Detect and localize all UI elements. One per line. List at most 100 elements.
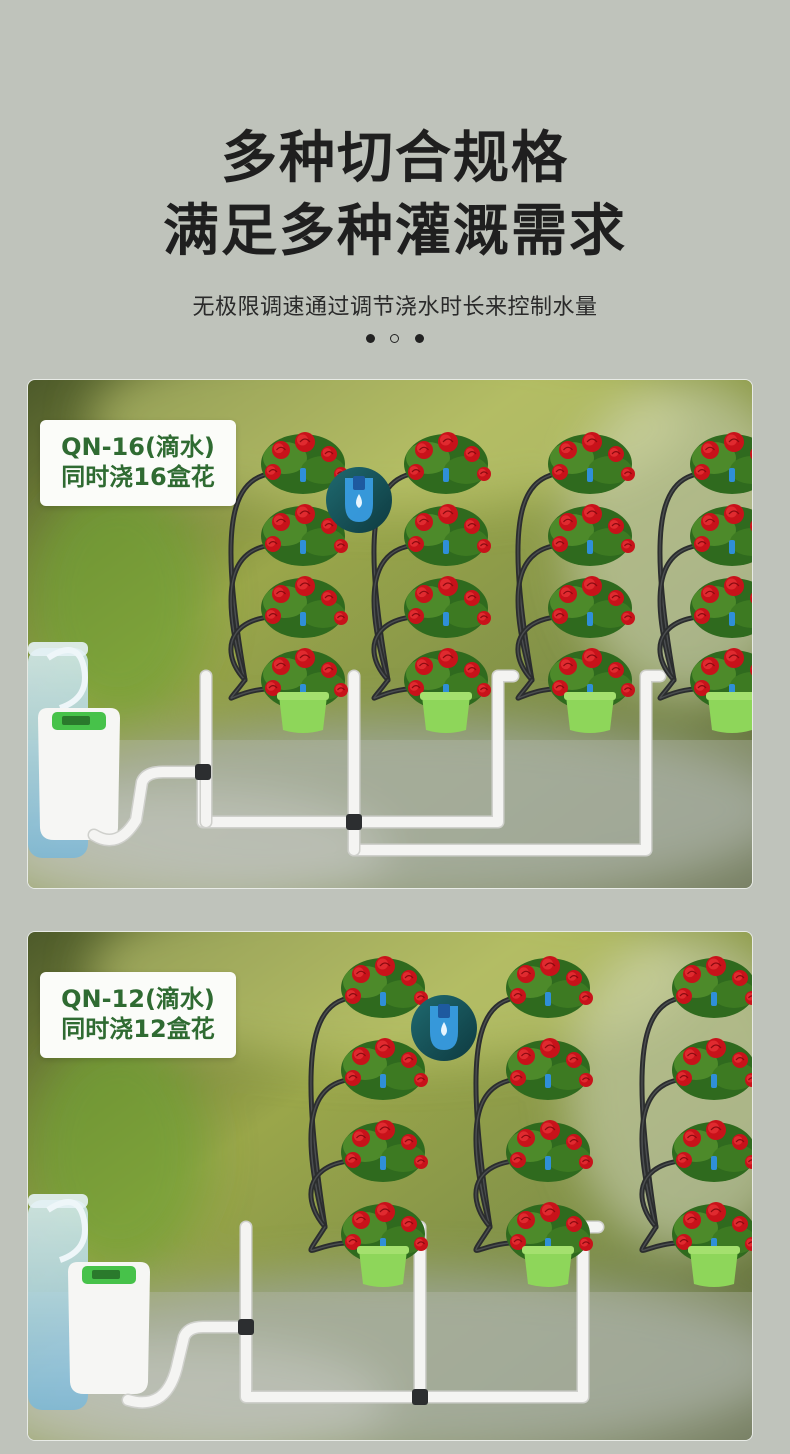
rose-flower [295, 504, 315, 524]
leaf-cluster [730, 456, 752, 484]
rose-flower [621, 467, 635, 481]
drip-emitter [711, 1156, 717, 1170]
rose-flower [750, 448, 752, 460]
flower-pot [359, 1250, 407, 1287]
rose-flower [750, 664, 752, 676]
rose-flower [745, 991, 752, 1005]
rose-flower [401, 1216, 417, 1232]
rose-flower [701, 513, 719, 531]
pager-dot-hollow [390, 334, 399, 343]
rose-flower [415, 585, 433, 603]
drip-emitter [545, 1074, 551, 1088]
supply-pipe [89, 767, 208, 845]
drip-emitter [300, 612, 306, 626]
rose-flower [706, 1120, 726, 1140]
rose-flower [706, 1038, 726, 1058]
leaf-cluster [381, 1144, 425, 1172]
flower-pot [566, 696, 614, 733]
rose-flower [540, 956, 560, 976]
drip-emitter [729, 612, 735, 626]
headline-line-1: 多种切合规格 [221, 126, 569, 191]
drip-emitter [300, 468, 306, 482]
rose-flower [438, 432, 458, 452]
leaf-cluster [546, 1144, 590, 1172]
rose-flower [401, 1052, 417, 1068]
pipe-connector [346, 814, 362, 830]
leaf-cluster [546, 980, 590, 1008]
water-pump [38, 708, 120, 840]
drip-emitter [443, 468, 449, 482]
flower-pot-rim [357, 1246, 409, 1254]
drip-emitter [729, 468, 735, 482]
rose-flower [683, 1129, 701, 1147]
product-panel-qn12: QN-12(滴水) 同时浇12盒花 [27, 931, 753, 1441]
rose-flower [295, 432, 315, 452]
rose-flower [510, 1152, 526, 1168]
rose-flower [401, 970, 417, 986]
leaf-cluster [444, 528, 488, 556]
rose-flower [375, 956, 395, 976]
rose-flower [408, 536, 424, 552]
supply-pipe [349, 671, 665, 855]
pump-display [92, 1270, 120, 1279]
water-pump [68, 1262, 150, 1394]
rose-flower [750, 592, 752, 604]
rose-flower [438, 504, 458, 524]
leaf-cluster [301, 456, 345, 484]
rose-flower [559, 657, 577, 675]
rose-flower [408, 680, 424, 696]
rose-flower [579, 1237, 593, 1251]
rose-flower [352, 965, 370, 983]
water-drop-icon [411, 995, 477, 1061]
rose-flower [334, 539, 348, 553]
rose-flower [701, 441, 719, 459]
rose-flower [464, 590, 480, 606]
product-panel-qn16: QN-16(滴水) 同时浇16盒花 [27, 379, 753, 889]
rose-flower [732, 1216, 748, 1232]
rose-flower [464, 446, 480, 462]
header: 多种切合规格 满足多种灌溉需求 无极限调速通过调节浇水时长来控制水量 [0, 0, 790, 370]
rose-flower [375, 1038, 395, 1058]
rose-flower [608, 590, 624, 606]
rose-flower [724, 648, 744, 668]
rose-flower [375, 1120, 395, 1140]
flower-pot-rim [522, 1246, 574, 1254]
rose-flower [582, 576, 602, 596]
rose-flower [676, 1152, 692, 1168]
flower-pot [422, 696, 470, 733]
rose-flower [352, 1047, 370, 1065]
drip-emitter [587, 468, 593, 482]
flower-tower [261, 432, 348, 733]
rose-flower [415, 441, 433, 459]
rose-flower [510, 1234, 526, 1250]
rose-flower [566, 1052, 582, 1068]
rose-flower [724, 432, 744, 452]
drip-emitter [729, 540, 735, 554]
rose-flower [745, 1155, 752, 1169]
drip-emitter [587, 612, 593, 626]
rose-flower [408, 608, 424, 624]
flower-pot-rim [564, 692, 616, 700]
drip-emitter [587, 540, 593, 554]
leaf-cluster [381, 1062, 425, 1090]
pager-dots [363, 333, 427, 345]
rose-flower [438, 576, 458, 596]
rose-flower [683, 965, 701, 983]
rose-flower [401, 1134, 417, 1150]
rose-flower [706, 956, 726, 976]
rose-flower [265, 464, 281, 480]
rose-flower [566, 970, 582, 986]
rose-flower [579, 991, 593, 1005]
rose-flower [321, 446, 337, 462]
pipe-connector [195, 764, 211, 780]
model-label: QN-16(滴水) [61, 433, 215, 461]
rose-flower [477, 683, 491, 697]
rose-flower [272, 513, 290, 531]
rose-flower [464, 518, 480, 534]
rose-flower [732, 970, 748, 986]
rose-flower [345, 988, 361, 1004]
tank-handle [46, 647, 88, 711]
rose-flower [559, 585, 577, 603]
drip-emitter [545, 992, 551, 1006]
rose-flower [321, 662, 337, 678]
